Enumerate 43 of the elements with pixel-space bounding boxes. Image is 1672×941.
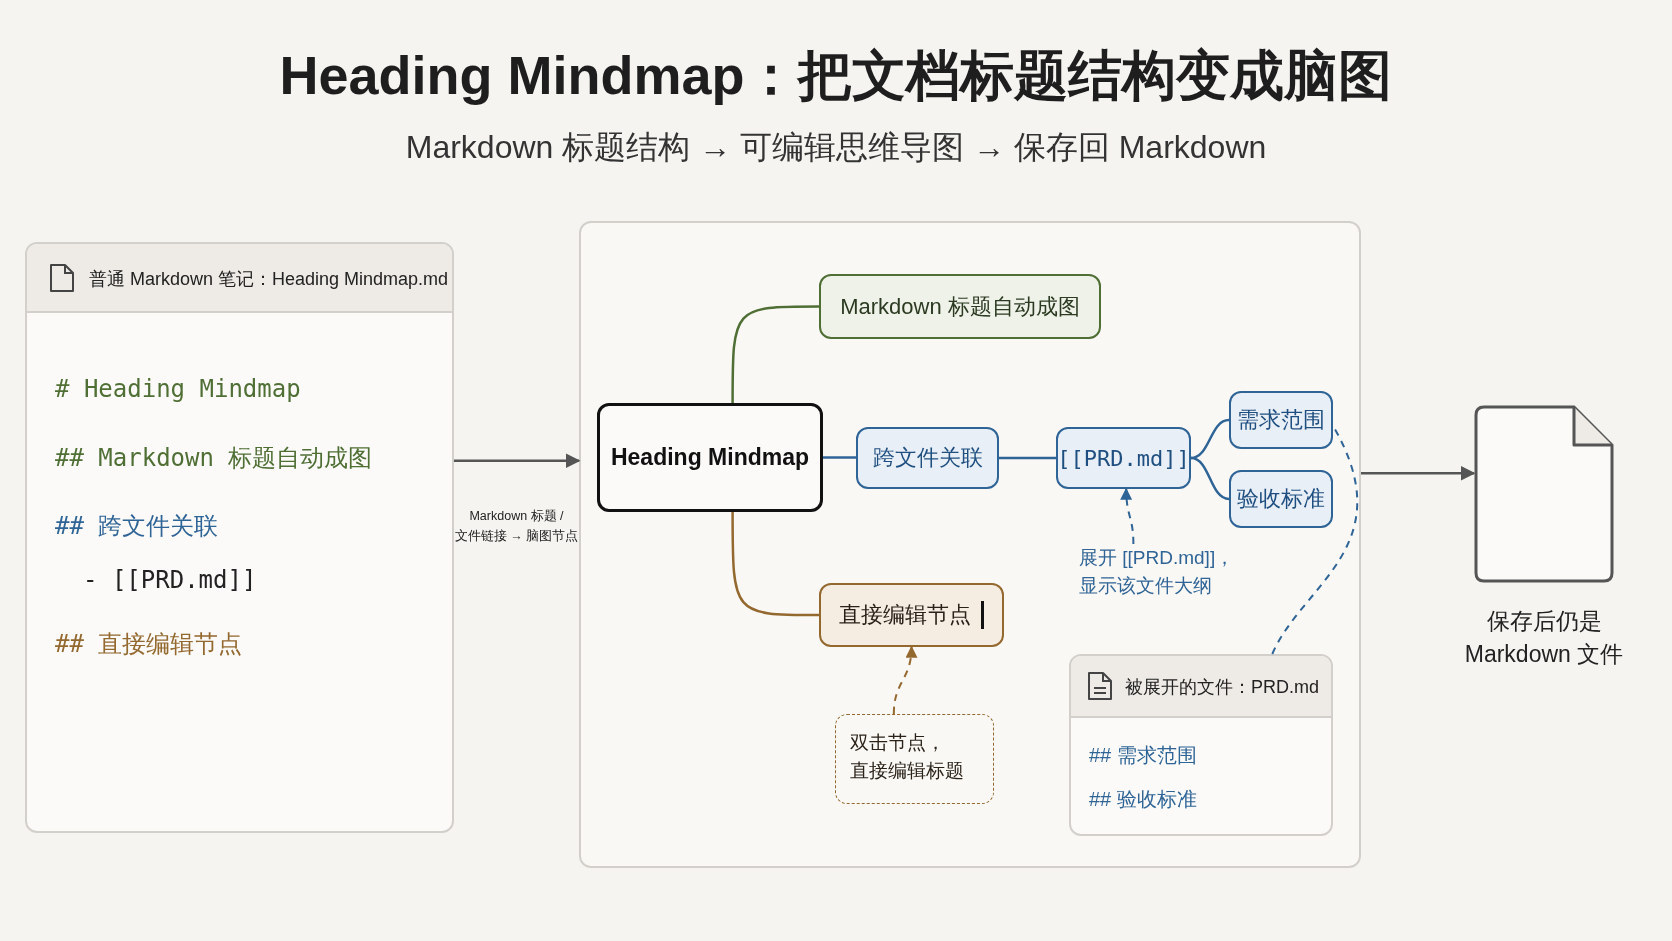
file-name: 被展开的文件：PRD.md	[1125, 676, 1319, 699]
heading-line: - [[PRD.md]]	[83, 566, 257, 594]
branch-line	[823, 456, 856, 459]
branch-line	[731, 305, 819, 403]
topic-node	[856, 427, 999, 489]
branch-line	[731, 512, 819, 617]
node-label: 跨文件关联	[872, 444, 983, 472]
topic-node	[819, 274, 1101, 339]
node-label: [[PRD.md]]	[1057, 445, 1190, 471]
heading-line: ## 需求范围	[1089, 743, 1197, 768]
file-name: 普通 Markdown 笔记：Heading Mindmap.md	[89, 267, 449, 291]
node-label: Heading Mindmap	[610, 444, 810, 471]
arrow	[1361, 465, 1476, 481]
note-text: 双击节点，直接编辑标题	[850, 731, 965, 783]
topic-node	[1056, 427, 1191, 489]
topic-node	[819, 583, 1004, 647]
root-node	[597, 403, 823, 512]
heading-line: ## Markdown 标题自动成图	[55, 443, 373, 474]
heading-line: ## 验收标准	[1089, 787, 1197, 812]
topic-node	[1229, 470, 1333, 528]
dashed-arrow	[1120, 487, 1135, 545]
dashed-arrow	[892, 645, 917, 715]
topic-node	[1229, 391, 1333, 449]
heading-line: # Heading Mindmap	[55, 375, 301, 403]
title: Heading Mindmap：把文档标题结构变成脑图	[278, 44, 1394, 107]
node-label: Markdown 标题自动成图	[840, 292, 1080, 321]
caption-text: 保存后仍是 Markdown 文件	[1463, 607, 1625, 670]
node-label: 验收标准	[1237, 485, 1325, 513]
arrow	[454, 453, 581, 469]
file-panel	[1069, 654, 1333, 836]
file-panel	[25, 242, 454, 833]
branch-line	[1190, 456, 1230, 501]
subtitle: Markdown 标题结构 → 可编辑思维导图 → 保存回 Markdown	[404, 128, 1268, 167]
node-label: 直接编辑节点	[839, 601, 971, 629]
note-box	[835, 714, 994, 804]
branch-line	[999, 456, 1056, 460]
heading-line: ## 直接编辑节点	[55, 629, 243, 660]
mindmap-panel	[579, 221, 1361, 868]
heading-line: ## 跨文件关联	[55, 511, 219, 542]
document-drawing	[1474, 405, 1614, 583]
branch-line	[1190, 418, 1230, 460]
note-text: 展开 [[PRD.md]]，显示该文件大纲	[1079, 546, 1236, 598]
node-label: 需求范围	[1237, 406, 1325, 434]
